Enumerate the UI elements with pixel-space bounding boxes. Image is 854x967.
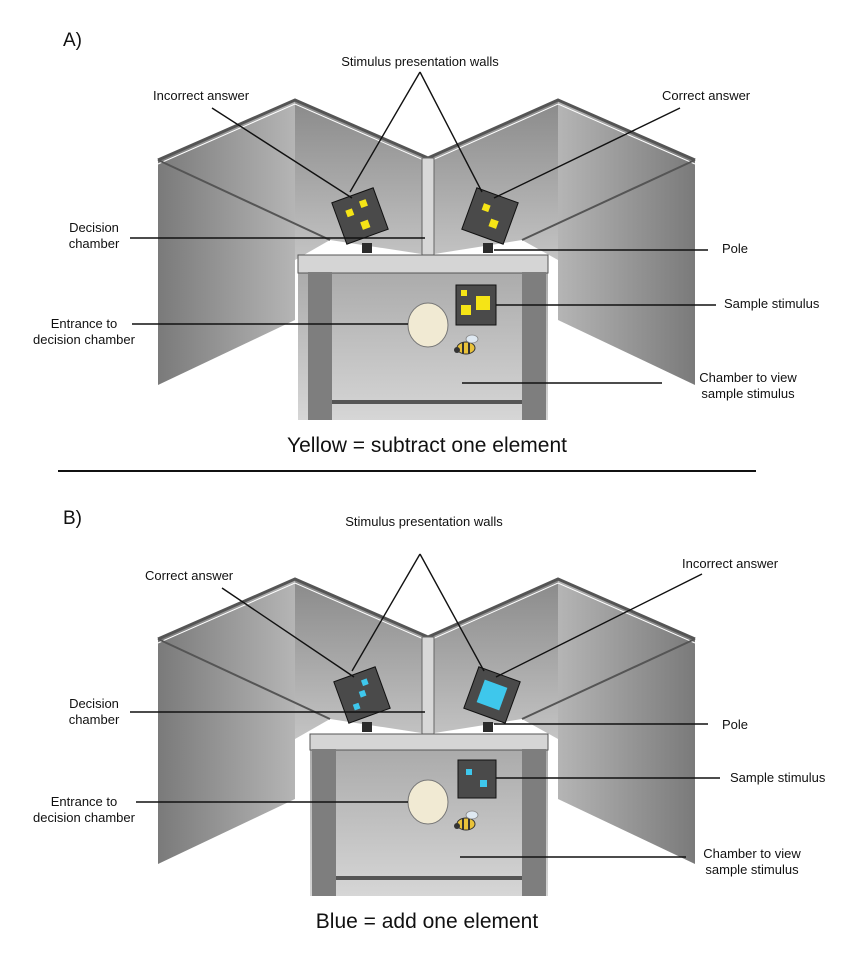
bee-icon: [454, 334, 479, 355]
panel-letter: A): [63, 30, 82, 51]
leader-walls-left: [349, 71, 421, 193]
bee-icon: [454, 810, 479, 831]
right-arm-outer-wall: [558, 100, 695, 385]
panel-letter: B): [63, 508, 82, 529]
label-left-answer: Correct answer: [145, 568, 234, 583]
left-presentation-wall: [295, 100, 428, 260]
panel-a: A) Stimulus presentation walls Incorrect…: [0, 0, 854, 483]
entrance-hole: [407, 779, 449, 825]
sample-stimulus-card: [457, 759, 497, 799]
leader-right-answer: [493, 107, 681, 199]
leader-right-answer: [495, 573, 703, 678]
pole-left: [362, 722, 372, 732]
sample-stimulus-card: [455, 284, 497, 326]
right-presentation-wall: [428, 579, 558, 739]
panel-divider: [58, 470, 756, 472]
leader-walls-right: [419, 553, 485, 672]
label-pole: Pole: [722, 717, 749, 732]
label-pole: Pole: [722, 241, 749, 256]
pole-right: [483, 722, 493, 732]
leader-left-answer: [221, 587, 355, 678]
panel-b: B) Stimulus presentation walls Correct a…: [0, 484, 854, 967]
label-entrance: Entrance to decision chamber: [33, 794, 135, 825]
leader-walls-right: [419, 71, 483, 193]
right-arm-outer-wall: [558, 579, 695, 864]
center-divider: [421, 157, 435, 259]
entrance-hole: [407, 302, 449, 348]
right-stimulus-card: [461, 187, 519, 245]
left-arm-outer-wall: [158, 579, 295, 864]
label-view-chamber: Chamber to view sample stimulus: [699, 370, 797, 401]
caption-a: Yellow = subtract one element: [287, 434, 567, 457]
leader-walls-left: [351, 553, 421, 672]
pole-left: [362, 243, 372, 253]
left-stimulus-card: [331, 187, 389, 245]
left-stimulus-card: [333, 666, 391, 724]
label-left-answer: Incorrect answer: [153, 88, 250, 103]
left-presentation-wall: [295, 579, 428, 739]
pole-right: [483, 243, 493, 253]
label-walls: Stimulus presentation walls: [345, 514, 503, 529]
label-entrance: Entrance to decision chamber: [33, 316, 135, 347]
caption-b: Blue = add one element: [315, 910, 539, 933]
label-walls: Stimulus presentation walls: [341, 54, 499, 69]
leader-left-answer: [211, 107, 353, 199]
label-view-chamber: Chamber to view sample stimulus: [703, 846, 801, 877]
label-decision-chamber: Decision chamber: [68, 220, 120, 251]
label-right-answer: Incorrect answer: [682, 556, 779, 571]
label-decision-chamber: Decision chamber: [68, 696, 120, 727]
label-sample-stimulus: Sample stimulus: [730, 770, 826, 785]
left-arm-outer-wall: [158, 100, 295, 385]
apparatus-diagram-b: [130, 553, 720, 896]
right-presentation-wall: [428, 100, 558, 260]
center-divider: [421, 636, 435, 738]
apparatus-diagram-a: [130, 71, 716, 420]
right-stimulus-card: [463, 666, 521, 724]
label-sample-stimulus: Sample stimulus: [724, 296, 820, 311]
label-right-answer: Correct answer: [662, 88, 751, 103]
